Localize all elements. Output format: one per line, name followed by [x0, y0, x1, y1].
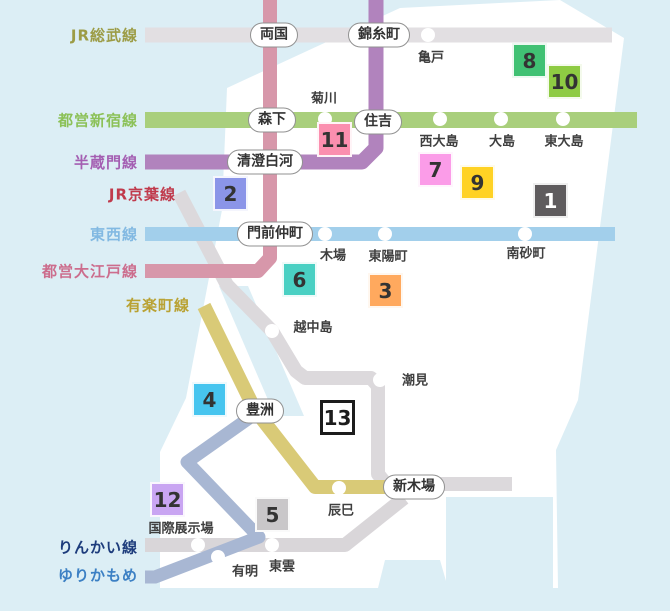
station-dot-ariake: [211, 550, 225, 564]
yurakucho-line: [197, 302, 402, 494]
map-marker-2[interactable]: 2: [213, 176, 248, 211]
line-label-tozai: 東西線: [89, 225, 138, 244]
line-label-jr-sobu: JR総武線: [70, 26, 138, 45]
station-dot-minami-sunamachi: [518, 227, 532, 241]
map-marker-1[interactable]: 1: [533, 183, 568, 218]
map-marker-11[interactable]: 11: [317, 122, 352, 157]
line-label-yurikamome: ゆりかもめ: [57, 566, 138, 585]
map-marker-3[interactable]: 3: [368, 273, 403, 308]
station-pill-kiyosumi-shirakawa[interactable]: 清澄白河: [227, 149, 303, 175]
line-label-shinjuku: 都営新宿線: [57, 111, 138, 130]
line-label-jr-keiyo: JR京葉線: [108, 185, 176, 204]
rinkai-line: [145, 492, 409, 552]
map-marker-6[interactable]: 6: [282, 262, 317, 297]
station-pill-monzen-nakacho[interactable]: 門前仲町: [237, 221, 313, 247]
station-dot-tatsumi: [332, 481, 346, 495]
station-dot-kameido: [421, 28, 435, 42]
station-pill-morishita[interactable]: 森下: [248, 107, 296, 133]
water-channel: [219, 286, 304, 416]
map-marker-13[interactable]: 13: [320, 400, 355, 435]
station-label-kameido: 亀戸: [417, 50, 445, 66]
station-label-shinonome: 東雲: [268, 559, 296, 575]
station-label-tatsumi: 辰巳: [327, 503, 355, 519]
station-label-ojima: 大島: [488, 134, 516, 150]
map-marker-12[interactable]: 12: [150, 482, 185, 517]
map-marker-8[interactable]: 8: [512, 43, 547, 78]
station-pill-ryogoku[interactable]: 両国: [250, 22, 298, 48]
station-pill-kinshicho[interactable]: 錦糸町: [348, 22, 410, 48]
station-dot-etchujima: [265, 324, 279, 338]
station-dot-kokusai-tenjijo: [191, 538, 205, 552]
station-label-higashi-ojima: 東大島: [544, 134, 584, 150]
map-marker-4[interactable]: 4: [192, 382, 227, 417]
line-label-oedo: 都営大江戸線: [41, 262, 138, 281]
station-label-etchujima: 越中島: [293, 320, 333, 336]
line-label-rinkai: りんかい線: [57, 538, 138, 557]
map-marker-5[interactable]: 5: [255, 497, 290, 532]
station-pill-shin-kiba[interactable]: 新木場: [383, 474, 445, 500]
station-label-toyocho: 東陽町: [368, 249, 408, 265]
line-label-yurakucho: 有楽町線: [125, 296, 190, 315]
station-dot-kiba: [318, 227, 332, 241]
station-dot-shiomi: [373, 373, 387, 387]
station-dot-higashi-ojima: [556, 112, 570, 126]
station-label-ariake: 有明: [231, 564, 259, 580]
line-label-hanzomon: 半蔵門線: [73, 153, 138, 172]
water-bay: [446, 497, 553, 588]
station-dot-nishi-ojima: [433, 112, 447, 126]
station-label-shiomi: 潮見: [401, 373, 429, 389]
station-pill-toyosu[interactable]: 豊洲: [236, 398, 284, 424]
station-label-kokusai-tenjijo: 国際展示場: [148, 521, 214, 537]
station-label-kiba: 木場: [319, 248, 347, 264]
station-label-minami-sunamachi: 南砂町: [506, 246, 546, 262]
map-marker-10[interactable]: 10: [547, 64, 582, 99]
station-pill-sumiyoshi[interactable]: 住吉: [354, 109, 402, 135]
map-marker-7[interactable]: 7: [418, 152, 453, 187]
yurikamome-line: [145, 410, 266, 584]
station-dot-ojima: [494, 112, 508, 126]
station-dot-toyocho: [378, 227, 392, 241]
map-marker-9[interactable]: 9: [460, 165, 495, 200]
station-label-nishi-ojima: 西大島: [419, 134, 459, 150]
station-label-kikukawa: 菊川: [310, 91, 338, 107]
jr-keiyo-line: [172, 189, 512, 491]
station-dot-shinonome: [265, 538, 279, 552]
